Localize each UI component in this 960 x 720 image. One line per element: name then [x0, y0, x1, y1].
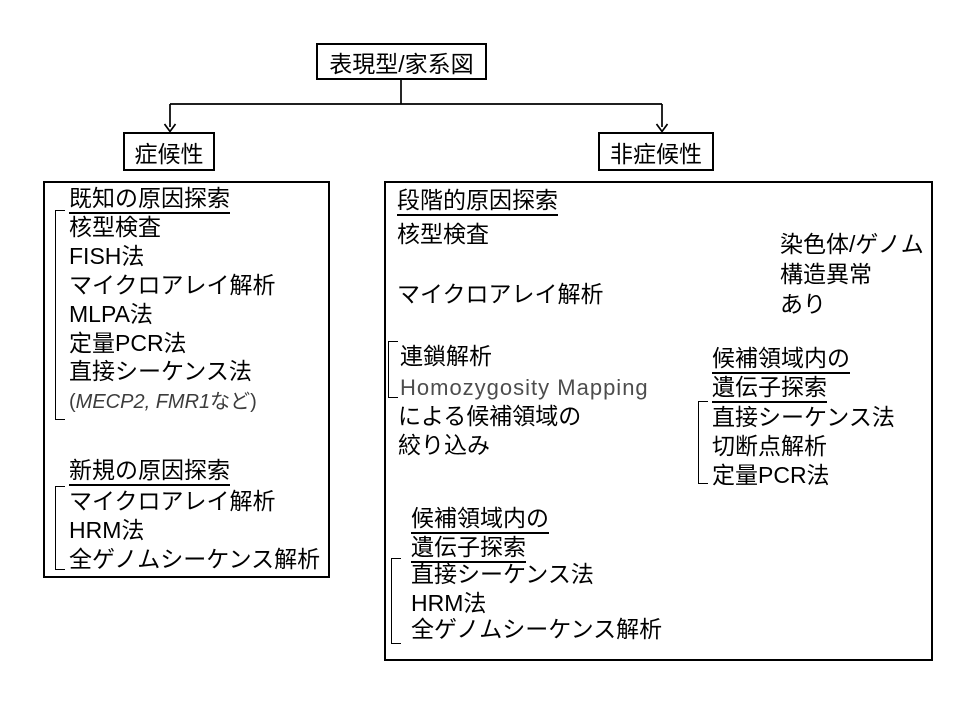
gene-example-open-paren: (: [69, 391, 76, 413]
candidate-method-whole-genome: 全ゲノムシーケンス解析: [411, 616, 663, 642]
structural-abnormality-line3: あり: [780, 291, 826, 317]
candidate-method-hrm: HRM法: [411, 590, 487, 616]
arrow-to-nonsymptomatic-head: [655, 123, 669, 133]
arrow-to-symptomatic-head: [163, 123, 177, 133]
structural-abnormality-line1: 染色体/ゲノム: [780, 231, 924, 257]
candidate-gene-heading-line2-label: 遺伝子探索: [411, 534, 526, 563]
region-method-breakpoint: 切断点解析: [712, 433, 827, 459]
structural-abnormality-line2: 構造異常: [780, 261, 872, 287]
region-gene-heading-line2: 遺伝子探索: [712, 373, 827, 403]
narrowing-note-line1: による候補領域の: [398, 403, 582, 429]
step-microarray: マイクロアレイ解析: [397, 281, 604, 307]
known-methods-bracket: [55, 210, 65, 420]
region-gene-methods-bracket: [698, 401, 708, 484]
linkage-methods-bracket: [388, 341, 398, 398]
root-node-label: 表現型/家系図: [329, 50, 474, 77]
candidate-gene-heading-line1: 候補領域内の: [411, 504, 549, 534]
nonsymptomatic-panel-box: [384, 181, 933, 661]
symptomatic-panel-box: [43, 181, 330, 578]
method-karyotype: 核型検査: [69, 214, 161, 240]
step-karyotype: 核型検査: [397, 221, 489, 247]
region-method-qpcr: 定量PCR法: [712, 462, 830, 488]
novel-method-whole-genome: 全ゲノムシーケンス解析: [69, 546, 321, 572]
novel-cause-heading-label: 新規の原因探索: [69, 457, 230, 486]
homozygosity-mapping: Homozygosity Mapping: [400, 375, 649, 400]
branch-node-symptomatic: 症候性: [123, 132, 215, 171]
branch-symptomatic-label: 症候性: [134, 140, 204, 167]
gene-example-note: (MECP2, FMR1など): [69, 388, 257, 417]
stepwise-heading-label: 段階的原因探索: [397, 187, 558, 216]
novel-method-microarray: マイクロアレイ解析: [69, 488, 276, 514]
novel-cause-heading: 新規の原因探索: [69, 456, 230, 486]
known-cause-heading-label: 既知の原因探索: [69, 185, 230, 214]
known-cause-heading: 既知の原因探索: [69, 184, 230, 214]
gene-example-close: など): [210, 391, 257, 413]
region-method-direct-sequencing: 直接シーケンス法: [712, 404, 895, 430]
region-gene-heading-line2-label: 遺伝子探索: [712, 374, 827, 403]
method-qpcr: 定量PCR法: [69, 330, 187, 356]
method-direct-sequencing: 直接シーケンス法: [69, 358, 252, 384]
method-mlpa: MLPA法: [69, 301, 153, 327]
method-microarray: マイクロアレイ解析: [69, 272, 276, 298]
region-gene-heading-line1-label: 候補領域内の: [712, 345, 850, 374]
narrowing-note-line2: 絞り込み: [398, 432, 490, 458]
stepwise-heading: 段階的原因探索: [397, 186, 558, 216]
method-fish: FISH法: [69, 243, 145, 269]
candidate-gene-methods-bracket: [391, 558, 401, 644]
root-node-phenotype-pedigree: 表現型/家系図: [316, 43, 487, 80]
novel-method-hrm: HRM法: [69, 517, 145, 543]
candidate-gene-heading-line1-label: 候補領域内の: [411, 505, 549, 534]
candidate-method-direct-sequencing: 直接シーケンス法: [411, 561, 594, 587]
linkage-analysis: 連鎖解析: [400, 343, 492, 369]
branch-node-nonsymptomatic: 非症候性: [598, 132, 714, 171]
region-gene-heading-line1: 候補領域内の: [712, 344, 850, 374]
novel-methods-bracket: [55, 486, 65, 570]
gene-example-genes: MECP2, FMR1: [75, 391, 211, 413]
branch-nonsymptomatic-label: 非症候性: [610, 140, 702, 167]
candidate-gene-heading-line2: 遺伝子探索: [411, 533, 526, 563]
